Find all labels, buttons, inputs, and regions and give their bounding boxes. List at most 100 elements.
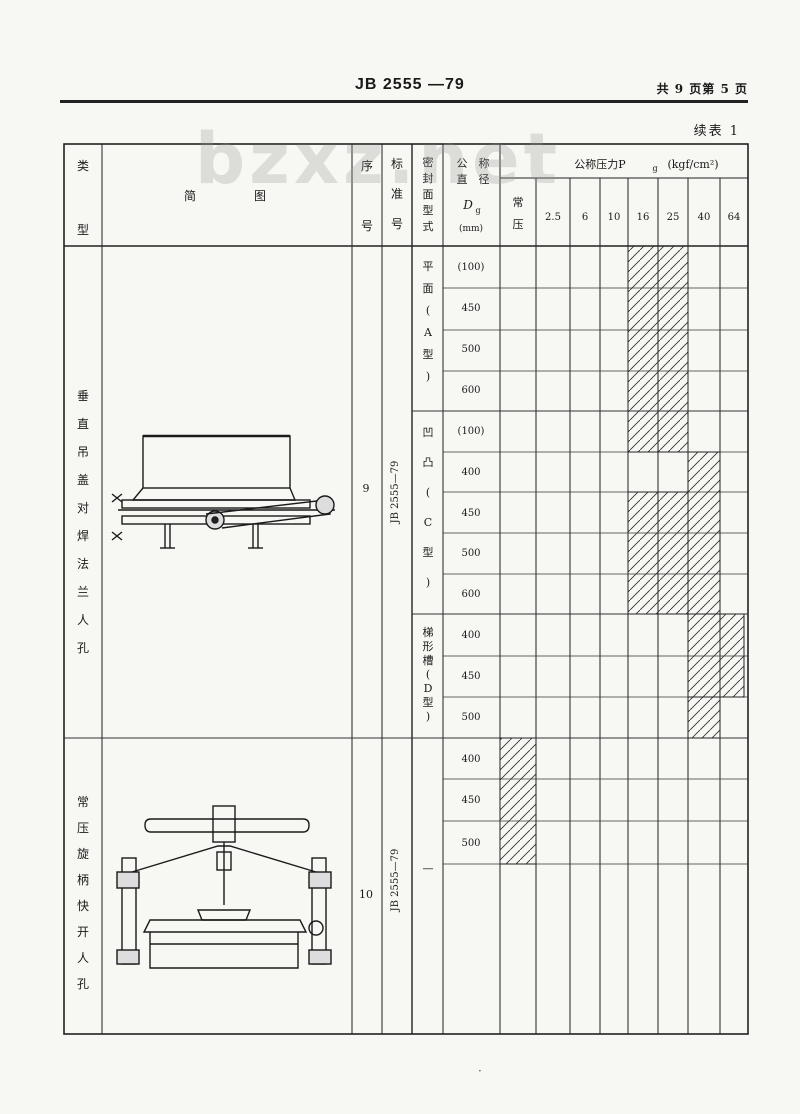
type-group-1: 兰 bbox=[77, 585, 89, 599]
type-group-1: 盖 bbox=[77, 473, 89, 487]
type-group-1: 对 bbox=[77, 501, 89, 515]
header-standard: 准 bbox=[391, 187, 403, 201]
seal-face-raised: C bbox=[424, 516, 432, 529]
seal-face-raised: 型 bbox=[423, 545, 434, 559]
standard-number: JB 2555—79 bbox=[390, 461, 401, 525]
page-info: 共 9 页第 5 页 bbox=[656, 82, 748, 96]
seal-face-flat: A bbox=[423, 326, 433, 339]
diameter-cell: 500 bbox=[461, 712, 480, 723]
serial-10: 10 bbox=[359, 888, 373, 901]
diameter-cell: (100) bbox=[458, 262, 485, 273]
header-standard: 号 bbox=[391, 217, 403, 231]
header-standard: 标 bbox=[391, 157, 403, 171]
diameter-cell: 450 bbox=[461, 795, 480, 806]
manhole-hinged-flange-sketch-icon bbox=[111, 434, 335, 549]
seal-face-flat: 型 bbox=[423, 347, 434, 361]
header-pressure-2: 6 bbox=[582, 212, 588, 223]
type-group-2: 人 bbox=[77, 951, 89, 965]
header-nominal-dia: 直 bbox=[457, 172, 468, 186]
header-rule bbox=[60, 100, 748, 103]
type-group-2: 旋 bbox=[77, 847, 89, 861]
type-group-1: 法 bbox=[77, 557, 89, 571]
header-nominal-dia: 径 bbox=[479, 173, 490, 186]
diameter-cell: 500 bbox=[461, 344, 480, 355]
diameter-cell: 400 bbox=[461, 467, 480, 478]
type-group-1: 垂 bbox=[77, 389, 89, 403]
seal-face-raised: 凸 bbox=[423, 456, 434, 469]
header-nominal-dia: 称 bbox=[479, 156, 490, 170]
header-type: 类 bbox=[77, 159, 89, 173]
header-seal-face: 密 bbox=[423, 155, 434, 169]
header-type: 型 bbox=[77, 223, 89, 237]
diameter-cell: 600 bbox=[461, 589, 480, 600]
hatch-raised-40 bbox=[687, 451, 721, 615]
type-group-2: 开 bbox=[77, 925, 89, 939]
diameter-cell: 600 bbox=[461, 385, 480, 396]
seal-face-groove: D bbox=[424, 682, 433, 695]
seal-face-raised: ) bbox=[426, 576, 430, 589]
hatch-flat-16-25 bbox=[627, 245, 689, 453]
seal-face-groove: 槽 bbox=[423, 654, 434, 667]
seal-face-none: — bbox=[423, 862, 434, 875]
seal-face-groove: ) bbox=[426, 710, 430, 723]
pressure-availability bbox=[499, 245, 745, 865]
diameter-cell: 450 bbox=[461, 508, 480, 519]
header-pressure-4: 16 bbox=[637, 212, 650, 223]
header-pressure-sub: g bbox=[652, 164, 657, 173]
header-pressure-6: 40 bbox=[698, 212, 711, 223]
diameter-cell: 450 bbox=[461, 303, 480, 314]
header-seal-face: 面 bbox=[423, 188, 434, 201]
hatch-raised-16-25 bbox=[627, 491, 689, 615]
type-group-2: 常 bbox=[77, 795, 89, 809]
seal-face-flat: 平 bbox=[423, 260, 434, 273]
diameter-cell: (100) bbox=[458, 426, 485, 437]
header-sketch: 简 bbox=[184, 189, 196, 203]
header-dg: D bbox=[462, 198, 473, 212]
header-seal-face: 型 bbox=[423, 203, 434, 217]
quick-open-manhole-sketch-icon bbox=[116, 805, 332, 969]
watermark: bzxz.net bbox=[195, 118, 562, 200]
type-group-1: 直 bbox=[77, 417, 89, 431]
type-group-2: 压 bbox=[77, 821, 89, 835]
table-frame bbox=[63, 143, 749, 1035]
serial-9: 9 bbox=[363, 482, 370, 495]
seal-face-flat: ( bbox=[426, 304, 430, 317]
seal-face-raised: 凹 bbox=[423, 426, 434, 439]
type-group-2: 快 bbox=[77, 899, 89, 913]
diameter-cell: 400 bbox=[461, 754, 480, 765]
header-dg-unit: (mm) bbox=[459, 223, 483, 234]
header-dg-sub: g bbox=[475, 206, 480, 215]
header-nominal-dia: 公 bbox=[457, 157, 468, 170]
seal-face-groove: 型 bbox=[423, 695, 434, 709]
header-pressure-atm: 常 bbox=[513, 196, 524, 209]
header-pressure-7: 64 bbox=[728, 212, 741, 223]
header-sketch: 图 bbox=[254, 189, 266, 203]
type-group-2: 孔 bbox=[77, 977, 89, 991]
type-group-2: 柄 bbox=[77, 873, 89, 887]
diameter-cell: 400 bbox=[461, 630, 480, 641]
seal-face-groove: 形 bbox=[423, 640, 434, 653]
seal-face-raised: ( bbox=[426, 486, 430, 499]
header-serial: 序 bbox=[361, 158, 373, 173]
header-seal-face: 式 bbox=[423, 220, 434, 233]
diameter-cell: 500 bbox=[461, 838, 480, 849]
type-group-1: 吊 bbox=[77, 445, 89, 459]
standard-number: JB 2555—79 bbox=[390, 849, 401, 913]
standard-number: JB 2555 —79 bbox=[355, 76, 465, 93]
type-group-1: 焊 bbox=[77, 528, 89, 543]
seal-face-flat: ) bbox=[426, 370, 430, 383]
header-pressure-1: 2.5 bbox=[545, 212, 561, 223]
header-pressure-5: 25 bbox=[667, 212, 680, 223]
type-group-1: 人 bbox=[77, 613, 89, 627]
header-pressure-atm: 压 bbox=[513, 218, 524, 231]
diameter-cell: 500 bbox=[461, 548, 480, 559]
hatch-atmospheric bbox=[499, 737, 537, 865]
continuation-label: 续表 1 bbox=[693, 124, 740, 139]
hatch-groove-40-500 bbox=[687, 696, 721, 739]
seal-face-flat: 面 bbox=[423, 282, 434, 295]
header-serial: 号 bbox=[361, 219, 373, 233]
header-pressure-title: 公称压力P bbox=[574, 157, 626, 171]
